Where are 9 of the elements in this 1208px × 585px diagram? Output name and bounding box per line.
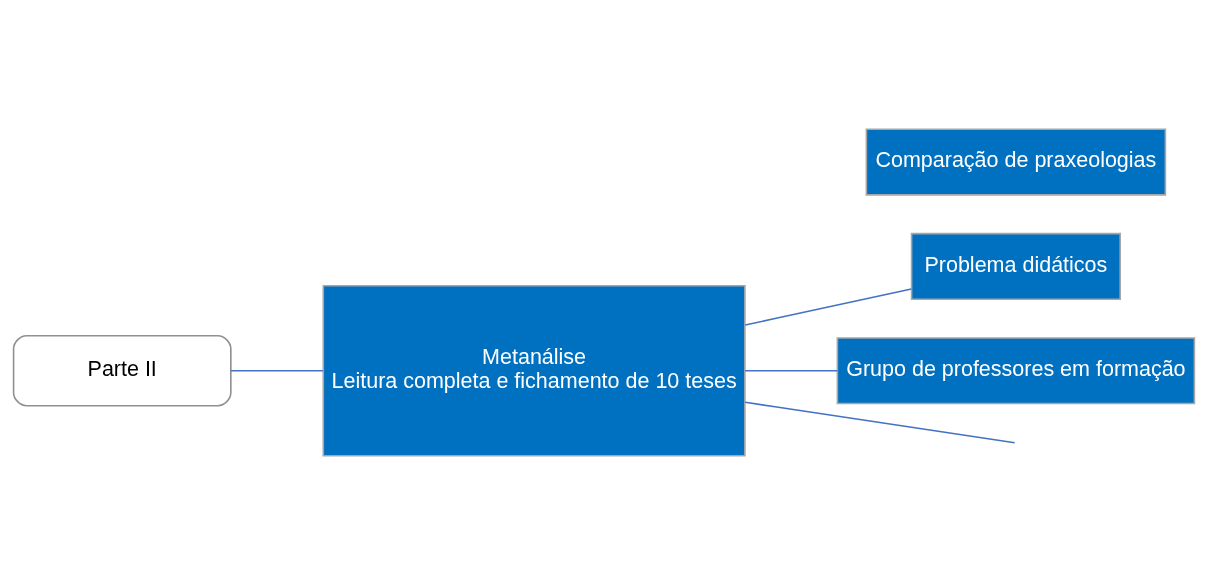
node-box: Parte II xyxy=(12,335,232,407)
connector xyxy=(230,369,324,372)
connector xyxy=(744,288,913,326)
connector xyxy=(744,369,839,372)
node-box: Problema didáticos xyxy=(910,232,1121,301)
node-box: Grupo de professores em formação xyxy=(836,337,1196,405)
connector xyxy=(744,401,1016,444)
node-box: Comparação de praxeologias xyxy=(865,128,1167,196)
node-box: Metanálise Leitura completa e fichamento de 10 teses xyxy=(322,284,746,457)
